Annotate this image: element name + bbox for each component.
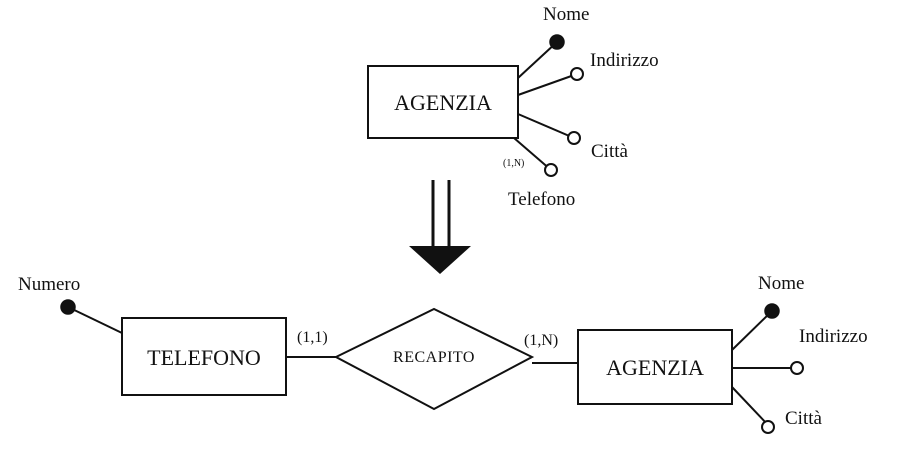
entity-agenzia-bottom-label: AGENZIA [606, 355, 704, 380]
attr-dot-citta-top [567, 131, 581, 145]
card-left: (1,1) [297, 329, 328, 346]
attr-line-citta-top [517, 113, 575, 139]
attr-label-citta-top: Città [591, 141, 629, 162]
attr-label-nome-top: Nome [543, 4, 589, 25]
entity-agenzia-bottom [577, 329, 733, 405]
attr-label-nome-bottom: Nome [758, 273, 804, 294]
arrow-head [409, 246, 471, 274]
attr-dot-telefono-top [544, 163, 558, 177]
attr-line-nome-top [517, 41, 558, 79]
attr-label-telefono-top: Telefono [508, 189, 575, 210]
attr-dot-citta-bottom [761, 420, 775, 434]
card-telefono-top: (1,N) [503, 158, 524, 169]
attr-line-nome-bottom [731, 310, 773, 351]
attr-label-indirizzo-bottom: Indirizzo [799, 326, 868, 347]
attr-dot-indirizzo-bottom [790, 361, 804, 375]
attr-line-citta-bottom [731, 386, 769, 426]
attr-line-telefono-top [513, 137, 552, 171]
top-entity-group: AGENZIA Nome Indirizzo Città (1,N) Telef… [367, 4, 659, 210]
attr-label-indirizzo-top: Indirizzo [590, 50, 659, 71]
entity-agenzia-top [367, 65, 519, 139]
attr-line-numero [67, 306, 123, 334]
transformation-arrow [409, 180, 471, 274]
bottom-schema-group: TELEFONO Numero (1,1) RECAPITO (1,N) AGE… [18, 273, 868, 434]
entity-telefono [121, 317, 287, 396]
entity-agenzia-top-label: AGENZIA [394, 90, 492, 115]
attr-dot-indirizzo-top [570, 67, 584, 81]
attr-label-numero: Numero [18, 274, 80, 295]
identifier-dot-numero [60, 299, 76, 315]
attr-label-citta-bottom: Città [785, 408, 823, 429]
identifier-dot-nome-bottom [764, 303, 780, 319]
card-right: (1,N) [524, 332, 558, 349]
entity-telefono-label: TELEFONO [147, 345, 261, 370]
relationship-recapito [333, 307, 535, 411]
identifier-dot-nome-top [549, 34, 565, 50]
relationship-recapito-label: RECAPITO [393, 349, 475, 366]
attr-line-indirizzo-top [517, 73, 578, 96]
